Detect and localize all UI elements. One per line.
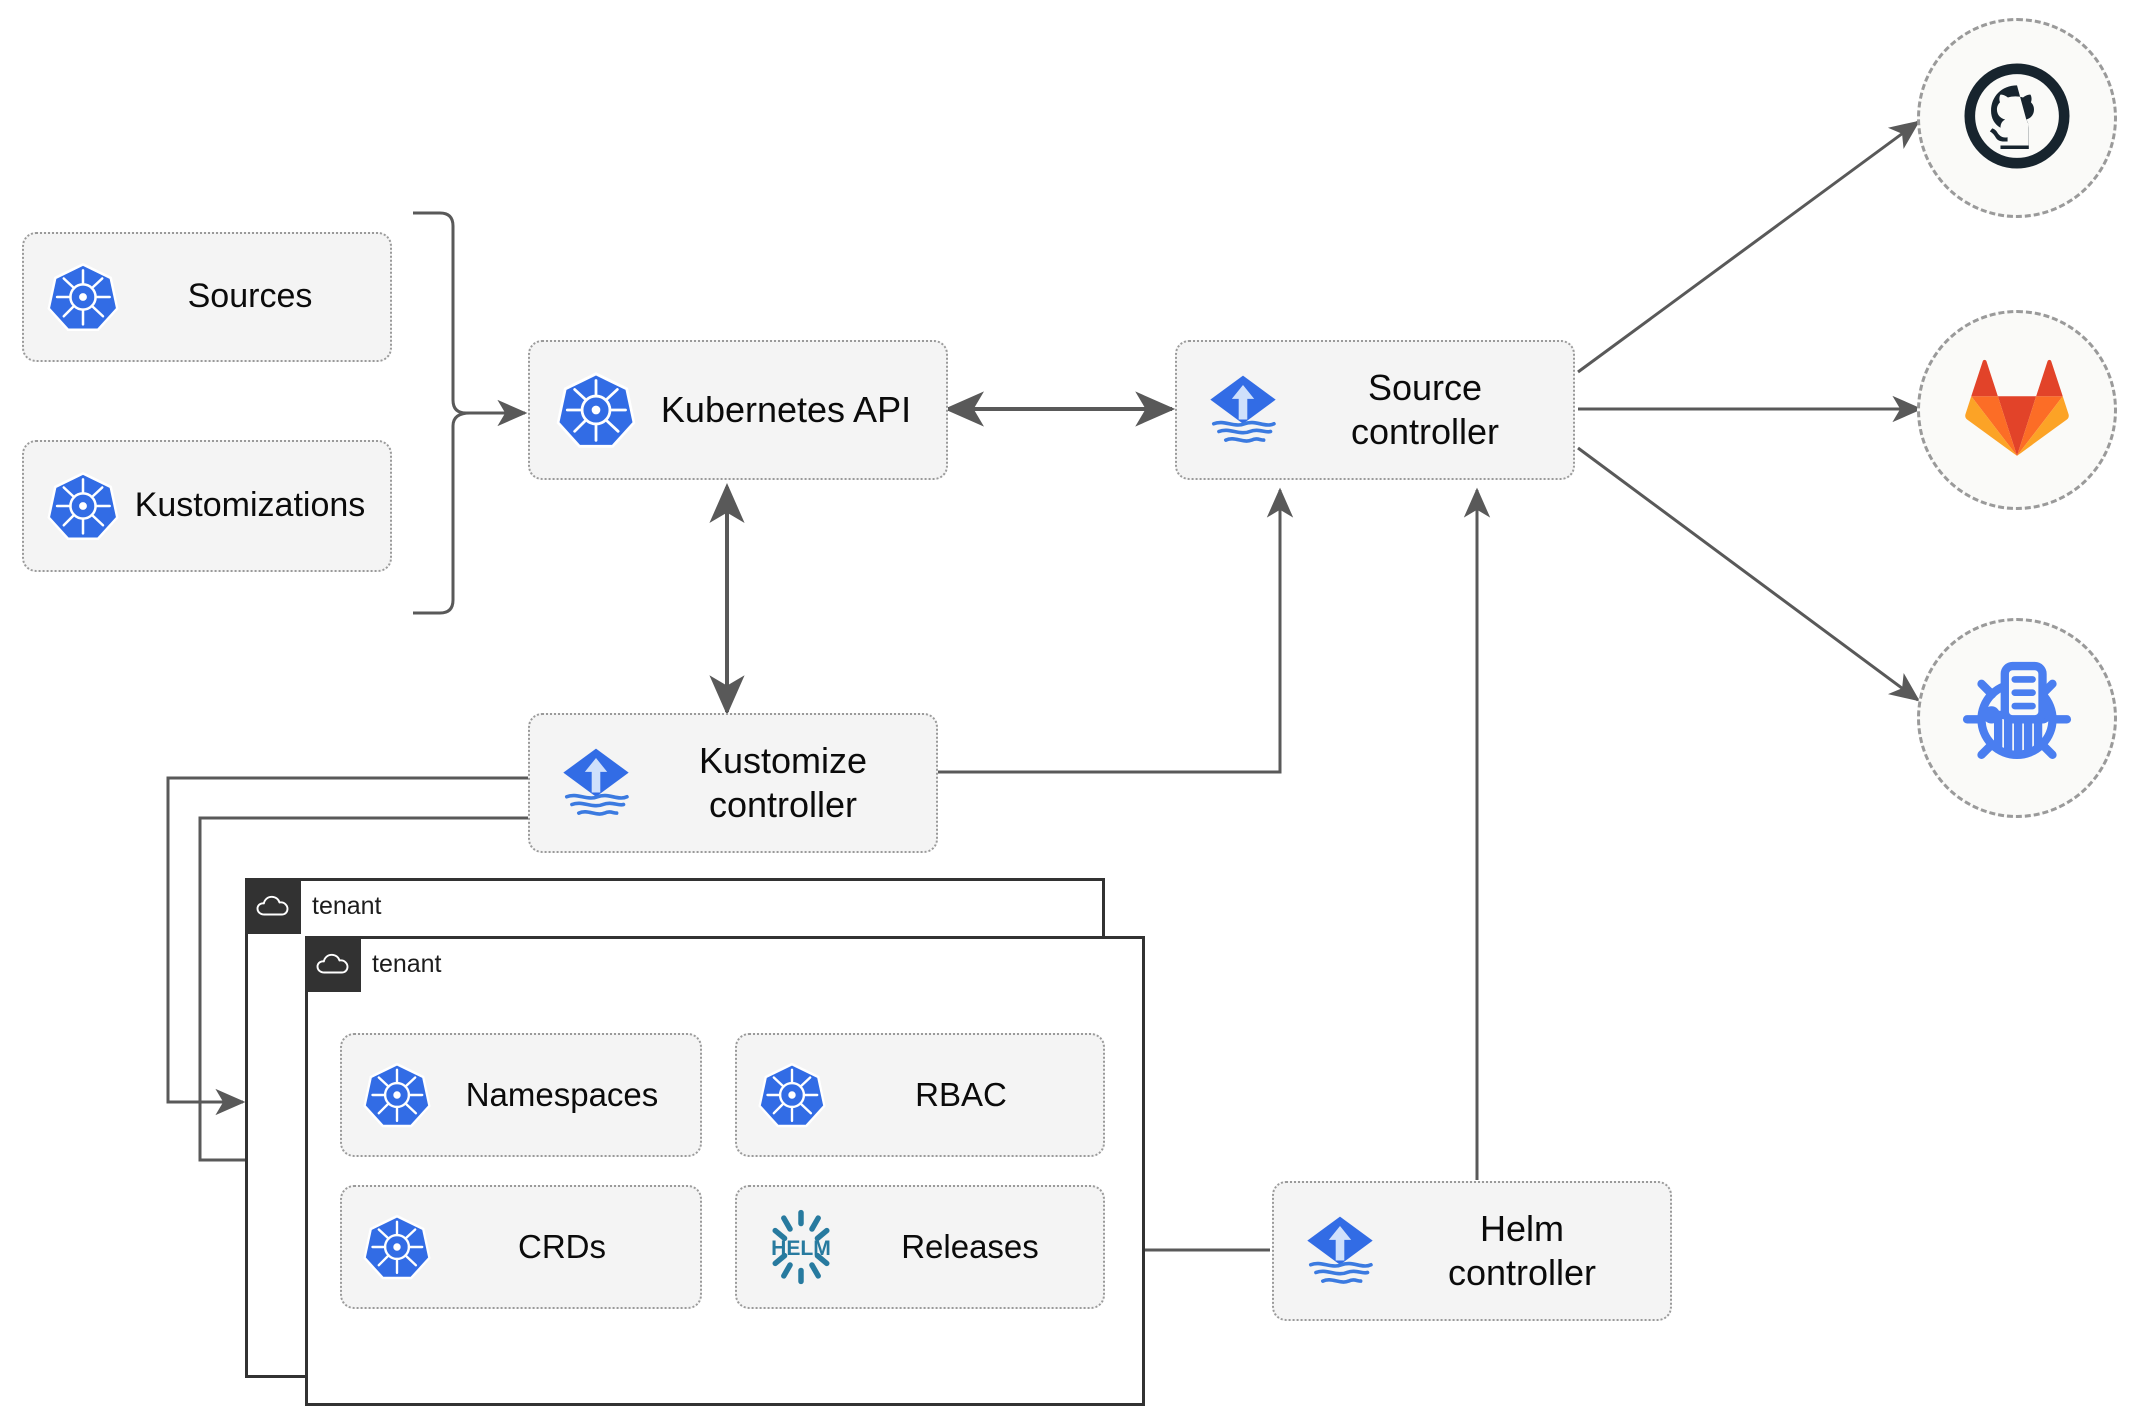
node-rbac[interactable]: RBAC — [735, 1033, 1105, 1157]
node-namespaces-label: Namespaces — [465, 1075, 659, 1113]
node-crds-label: CRDs — [518, 1227, 606, 1265]
node-helm-controller[interactable]: Helm controller — [1272, 1181, 1672, 1321]
node-releases-label: Releases — [901, 1227, 1039, 1265]
tenant-tab-outer — [245, 878, 301, 934]
kubernetes-icon — [356, 1060, 438, 1130]
group-brace — [413, 211, 471, 615]
provider-bucket[interactable] — [1917, 618, 2117, 818]
node-crds[interactable]: CRDs — [340, 1185, 702, 1309]
provider-gitlab[interactable] — [1917, 310, 2117, 510]
cloud-icon — [245, 894, 301, 918]
node-releases[interactable]: HELM Releases — [735, 1185, 1105, 1309]
flux-icon — [1290, 1208, 1390, 1294]
kubernetes-icon — [356, 1212, 438, 1282]
node-kustomize-controller-label: Kustomize controller — [698, 740, 868, 825]
node-source-controller[interactable]: Source controller — [1175, 340, 1575, 480]
node-rbac-label: RBAC — [915, 1075, 1007, 1113]
kubernetes-icon — [40, 260, 126, 334]
node-kubernetes-api[interactable]: Kubernetes API — [528, 340, 948, 480]
node-helm-controller-label: Helm controller — [1447, 1208, 1597, 1293]
svg-text:HELM: HELM — [771, 1237, 831, 1260]
kubernetes-icon — [40, 469, 126, 543]
node-source-controller-label: Source controller — [1350, 367, 1500, 452]
tenant-label-outer: tenant — [312, 891, 382, 920]
node-kustomizations[interactable]: Kustomizations — [22, 440, 392, 572]
kubernetes-icon — [548, 369, 644, 451]
github-icon — [1958, 57, 2076, 180]
cloud-icon — [305, 952, 361, 976]
tenant-tab-inner — [305, 936, 361, 992]
flux-icon — [546, 740, 646, 826]
tenant-label-inner: tenant — [372, 949, 442, 978]
node-kubernetes-api-label: Kubernetes API — [660, 389, 912, 431]
node-kustomizations-label: Kustomizations — [134, 486, 366, 525]
node-sources[interactable]: Sources — [22, 232, 392, 362]
tenant-window-inner[interactable] — [305, 936, 1145, 1406]
node-namespaces[interactable]: Namespaces — [340, 1033, 702, 1157]
bucket-icon — [1956, 657, 2078, 780]
edge-source-to-bucket — [1577, 446, 1920, 702]
edge-kustomize-to-source — [936, 487, 1294, 774]
edge-source-to-github — [1577, 120, 1920, 374]
flux-icon — [1193, 367, 1293, 453]
node-sources-label: Sources — [187, 277, 313, 316]
kubernetes-icon — [751, 1060, 833, 1130]
gitlab-icon — [1963, 358, 2071, 463]
provider-github[interactable] — [1917, 18, 2117, 218]
helm-icon: HELM — [751, 1207, 851, 1287]
node-kustomize-controller[interactable]: Kustomize controller — [528, 713, 938, 853]
